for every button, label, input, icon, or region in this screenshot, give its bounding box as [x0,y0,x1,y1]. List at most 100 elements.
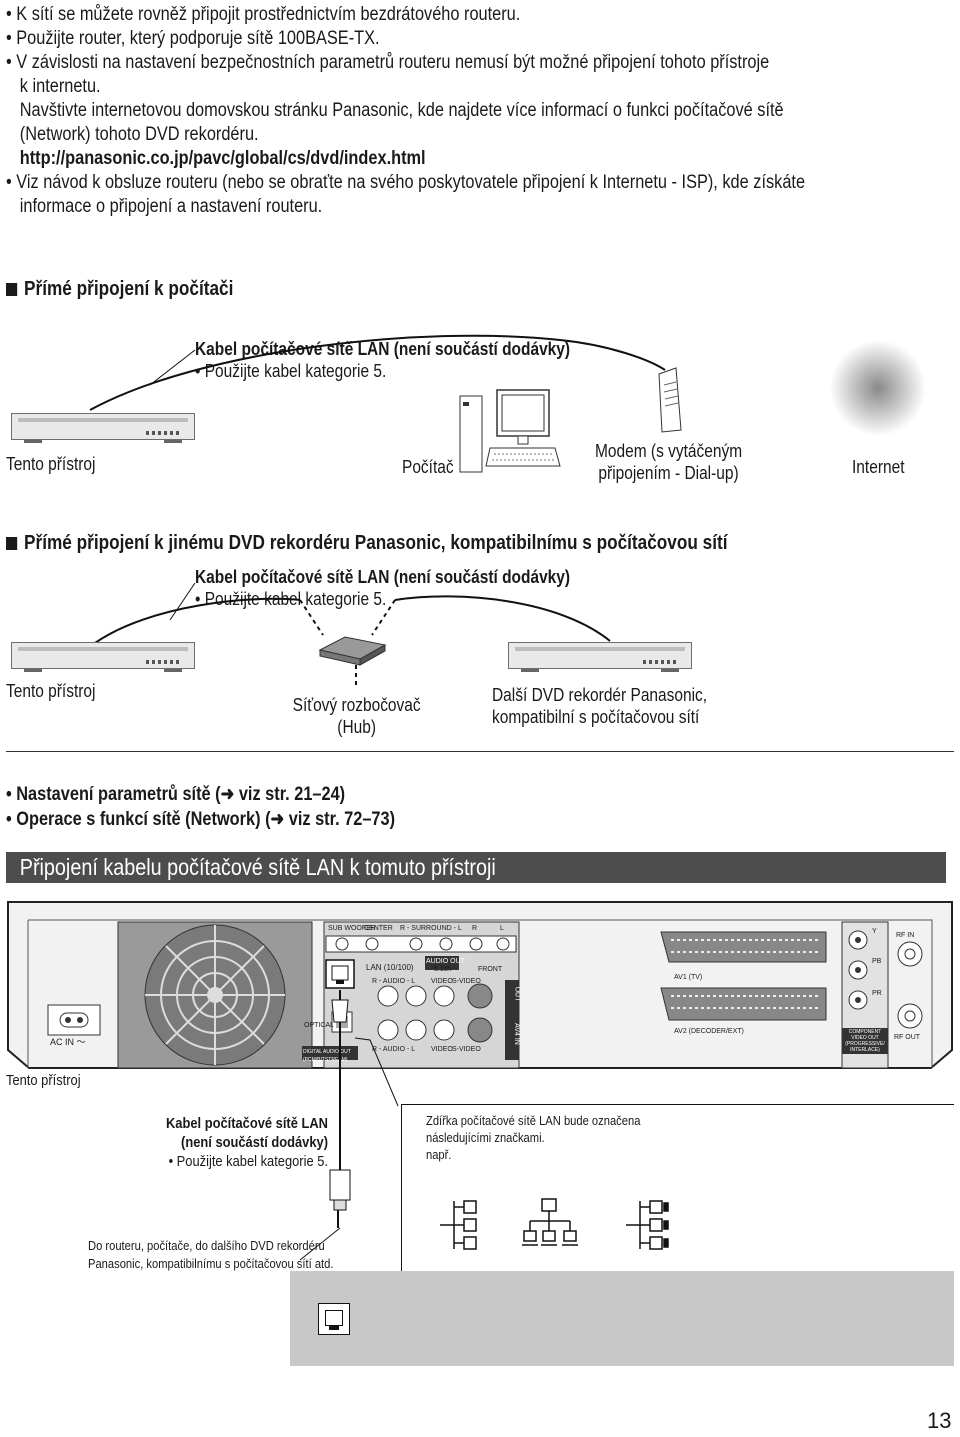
intro-bullet-4-cont: informace o připojení a nastavení router… [19,196,323,217]
ac-inlet-icon [47,1004,101,1036]
rf-in-label: RF IN [896,932,915,939]
settings-reference-text: • Nastavení parametrů sítě ( [6,784,221,805]
section1-cable-note: • Použijte kabel kategorie 5. [195,361,387,381]
l-label: L [500,925,504,932]
arrow-icon: ➜ [220,784,235,805]
lan-port-icon [325,959,355,989]
hub-icon [318,636,387,666]
ac-in-text: AC IN [50,1037,75,1047]
section1-cable-name: Kabel počítačové sítě LAN (není součástí… [195,339,571,359]
lan-cable-caption-line1: Kabel počítačové sítě LAN [165,1115,328,1132]
destination-caption-line2: Panasonic, kompatibilnímu s počítačovou … [88,1256,334,1271]
rear-panel-caption: Tento přístroj [6,1072,81,1089]
section2-heading-text: Přímé připojení k jinému DVD rekordéru P… [24,532,728,554]
intro-bullets: • K sítí se můžete rovněž připojit prost… [6,3,935,219]
reference-list: • Nastavení parametrů sítě (➜ viz str. 2… [6,782,395,832]
fan-grille-icon [117,921,313,1069]
section2-this-unit-label: Tento přístroj [6,681,96,701]
lan-jack-area [290,1271,954,1366]
page-number: 13 [927,1408,952,1433]
component-jacks [848,930,868,1010]
other-dvd-label-line2: kompatibilní s počítačovou sítí [492,707,700,727]
intro-bullet-3: • V závislosti na nastavení bezpečnostní… [6,52,770,73]
svideo-label-1: S-VIDEO [452,978,481,985]
computer-label: Počítač [402,457,454,477]
section2-cable-left [94,597,301,644]
ops-reference-text: • Operace s funkcí sítě (Network) ( [6,809,271,830]
tilde-icon: ～ [76,1037,86,1047]
rf-jacks [897,941,923,1029]
optical-label: OPTICAL [304,1022,334,1029]
subwoofer-label: SUB WOOFER [328,925,376,932]
modem-label: Modem (s vytáčeným připojením - Dial-up) [595,440,742,484]
panasonic-url[interactable]: http://panasonic.co.jp/pavc/global/cs/dv… [19,148,426,169]
lan-mark-2-icon [522,1198,578,1246]
intro-bullet-3-note: Navštivte internetovou domovskou stránku… [19,100,784,121]
section1-cable-pointer [149,349,196,386]
computer-icon [459,389,561,473]
section1-cable-label: Kabel počítačové sítě LAN (není součástí… [195,338,570,382]
other-dvd-label: Další DVD rekordér Panasonic, kompatibil… [492,684,707,728]
section-banner: Připojení kabelu počítačové sítě LAN k t… [6,852,946,883]
ops-reference-page: viz str. 72–73) [284,809,396,830]
lan-jack-icon [318,1303,350,1335]
marks-note-border [401,1104,954,1105]
other-dvd-label-line1: Další DVD rekordér Panasonic, [492,685,708,705]
lan-cable-caption-line2: (není součástí dodávky) [181,1134,328,1151]
this-unit-recorder-1 [11,413,195,443]
lan-cable-caption: Kabel počítačové sítě LAN (není součástí… [122,1114,328,1171]
rf-out-label: RF OUT [894,1034,921,1041]
component-label: COMPONENT VIDEO OUT (PROGRESSIVE/ INTERL… [845,1029,885,1053]
section1-diagram [89,334,926,473]
section1-heading: Přímé připojení k počítači [6,278,233,301]
this-unit-recorder-2 [11,642,195,672]
destination-caption: Do routeru, počítače, do dalšího DVD rek… [88,1237,333,1273]
divider [6,751,954,752]
av1-label: AV1 (TV) [674,974,703,981]
internet-label: Internet [852,457,905,477]
hub-label: Síťový rozbočovač (Hub) [290,694,423,738]
lan-symbol-marks [440,1198,669,1250]
marks-note-line2: následujícími značkami. [426,1130,545,1145]
section1-this-unit-label: Tento přístroj [6,454,96,474]
center-label: CENTER [364,925,393,932]
arrow-icon: ➜ [270,809,285,830]
modem-label-line2: připojením - Dial-up) [598,463,739,483]
ops-reference: • Operace s funkcí sítě (Network) (➜ viz… [6,807,395,832]
scart-connector-av1 [660,931,827,963]
pb-label: PB [872,958,882,965]
section2-heading: Přímé připojení k jinému DVD rekordéru P… [6,532,728,555]
square-bullet-icon [6,283,18,296]
video-label-1: VIDEO [431,978,453,985]
destination-caption-line1: Do routeru, počítače, do dalšího DVD rek… [88,1238,325,1253]
rear-panel: AC IN ～ SUB WOOFER CENTER R - SURROUND -… [6,900,954,1070]
section2-diagram [94,582,611,687]
scart-connector-av2 [660,987,827,1021]
av2-label: AV2 (DECODER/EXT) [674,1028,744,1035]
modem-label-line1: Modem (s vytáčeným [595,441,743,461]
settings-reference-page: viz str. 21–24) [234,784,346,805]
section1-heading-text: Přímé připojení k počítači [24,278,234,300]
marks-note-pointer [354,1037,399,1107]
front-label: FRONT [478,966,503,973]
lan-mark-1-icon [440,1200,477,1250]
lan-plug-icon [329,1169,351,1228]
marks-note: Zdířka počítačové sítě LAN bude označena… [426,1112,640,1163]
r-audio-l-label-1: R - AUDIO - L [372,978,416,985]
r-audio-l-label-2: R - AUDIO - L [372,1046,416,1053]
intro-bullet-3-note-cont: (Network) tohoto DVD rekordéru. [19,124,259,145]
lan-mark-3-icon [626,1200,669,1250]
section1-cable [89,334,666,411]
marks-note-line3: např. [426,1147,452,1162]
intro-bullet-1: • K sítí se můžete rovněž připojit prost… [6,4,521,25]
intro-bullet-3-cont: k internetu. [19,76,101,97]
marks-note-line1: Zdířka počítačové sítě LAN bude označena [426,1113,641,1128]
r-label: R [472,925,478,932]
digital-audio-label: DIGITAL AUDIO OUT (PCM/BITSTREAM) [303,1049,351,1063]
lan-cable-diagram [299,990,399,1261]
ch51-label: 5.1ch [434,966,452,973]
lan-label: LAN (10/100) [366,963,414,972]
audio-jacks-row2 [377,983,493,1043]
section2-cable-right [394,595,611,642]
intro-bullet-2: • Použijte router, který podporuje sítě … [6,28,380,49]
